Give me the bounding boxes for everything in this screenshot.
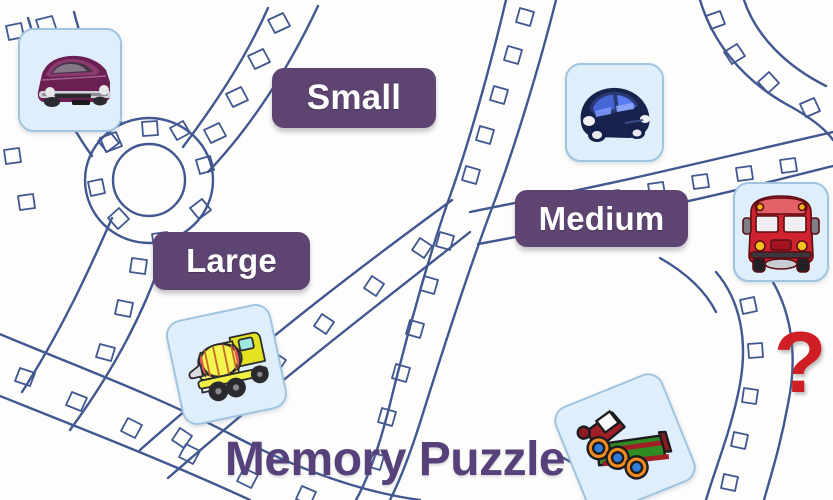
page-title: Memory Puzzle — [224, 433, 566, 486]
green-red-train-icon — [552, 371, 698, 500]
large-button-label: Large — [186, 242, 277, 279]
purple-classic-car-icon — [20, 30, 120, 130]
card-train[interactable] — [549, 368, 701, 500]
small-button[interactable]: Small — [272, 68, 436, 128]
red-school-bus-icon — [735, 184, 827, 280]
blue-small-car-icon — [567, 65, 662, 160]
large-button[interactable]: Large — [153, 232, 310, 290]
card-blue-car[interactable] — [565, 63, 664, 162]
yellow-cement-truck-icon — [165, 303, 288, 426]
small-button-label: Small — [306, 78, 402, 117]
medium-button-label: Medium — [538, 199, 665, 237]
card-cement-truck[interactable] — [163, 301, 290, 428]
help-question-mark-icon[interactable]: ? — [773, 315, 827, 411]
medium-button[interactable]: Medium — [515, 190, 688, 247]
card-purple-car[interactable] — [18, 28, 122, 132]
card-red-bus[interactable] — [733, 182, 829, 282]
